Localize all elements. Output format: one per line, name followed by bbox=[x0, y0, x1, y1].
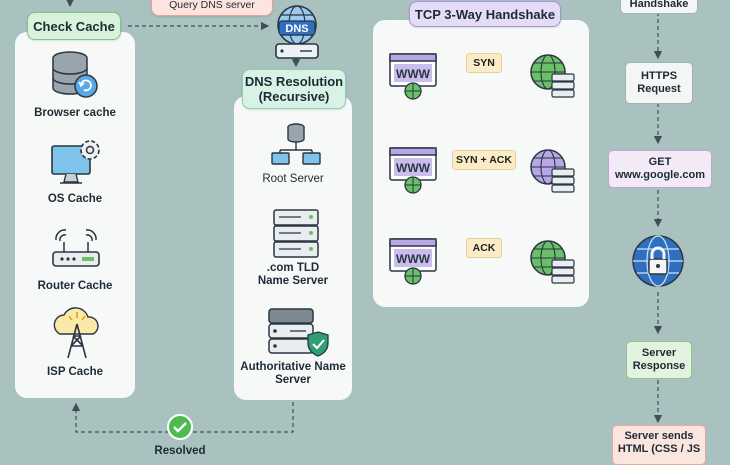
get-request-box: GET www.google.com bbox=[608, 150, 712, 188]
dns-item-label: Root Server bbox=[262, 173, 324, 185]
isp-tower-icon bbox=[53, 307, 99, 359]
handshake-box: Handshake bbox=[620, 0, 698, 14]
cache-item-label: Browser cache bbox=[34, 107, 116, 119]
svg-text:WWW: WWW bbox=[396, 161, 431, 175]
check-cache-label: Check Cache bbox=[27, 12, 121, 40]
lock-globe-icon bbox=[632, 235, 684, 287]
svg-text:WWW: WWW bbox=[396, 67, 431, 81]
dns-server-icon: DNS bbox=[275, 5, 319, 59]
server-response-box: Server Response bbox=[626, 341, 692, 379]
browser-www-icon: WWW bbox=[389, 53, 437, 100]
globe-server-icon bbox=[530, 240, 575, 284]
tld-server-icon bbox=[273, 209, 319, 258]
monitor-gear-icon bbox=[51, 140, 100, 184]
handshake-message: ACK bbox=[466, 238, 502, 258]
root-server-icon bbox=[271, 123, 321, 165]
cache-item-label: OS Cache bbox=[47, 193, 103, 205]
globe-server-icon bbox=[530, 54, 575, 98]
database-refresh-icon bbox=[52, 51, 98, 98]
query-dns-label: Query DNS server bbox=[151, 0, 273, 16]
svg-text:WWW: WWW bbox=[396, 252, 431, 266]
authoritative-server-icon bbox=[268, 308, 329, 357]
browser-www-icon: WWW bbox=[389, 238, 437, 285]
dns-icon-text: DNS bbox=[285, 23, 308, 35]
https-request-box: HTTPS Request bbox=[625, 62, 693, 104]
cache-item-label: ISP Cache bbox=[46, 366, 104, 378]
tcp-handshake-label: TCP 3-Way Handshake bbox=[409, 1, 561, 27]
cache-item-label: Router Cache bbox=[37, 280, 113, 292]
dns-item-label: Authoritative Name Server bbox=[240, 361, 346, 386]
dns-item-label: .com TLD Name Server bbox=[257, 262, 329, 287]
check-circle-icon bbox=[167, 414, 193, 440]
browser-www-icon: WWW bbox=[389, 147, 437, 194]
handshake-message: SYN + ACK bbox=[452, 150, 516, 170]
resolved-label: Resolved bbox=[154, 445, 206, 457]
server-sends-box: Server sends HTML (CSS / JS bbox=[612, 425, 706, 465]
router-icon bbox=[52, 229, 100, 267]
globe-server-icon bbox=[530, 149, 575, 193]
handshake-message: SYN bbox=[466, 53, 502, 73]
dns-resolution-label: DNS Resolution (Recursive) bbox=[242, 69, 346, 109]
